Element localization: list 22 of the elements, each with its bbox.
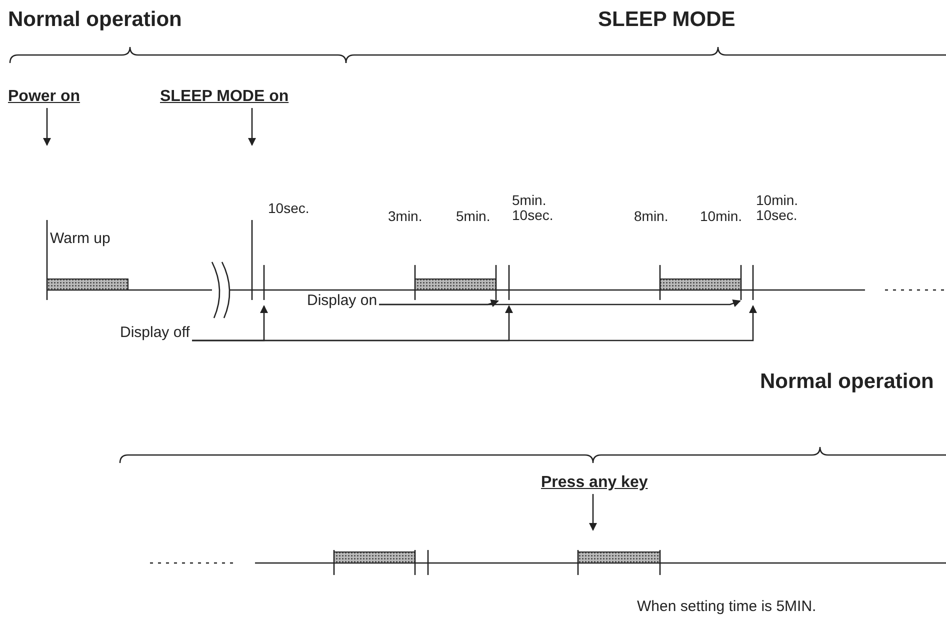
arrow: [192, 305, 757, 342]
arrow: [589, 494, 597, 531]
time-label: 10min. 10sec.: [756, 193, 800, 223]
event-label: SLEEP MODE on: [160, 88, 289, 106]
time-label: 5min. 10sec.: [512, 193, 554, 223]
arrow: [248, 108, 256, 146]
time-label: 10min.: [700, 209, 742, 224]
section-heading: Normal operation: [8, 8, 182, 32]
section-heading: SLEEP MODE: [598, 8, 736, 32]
event-label: Power on: [8, 88, 80, 106]
phase-label: Warm up: [50, 230, 110, 247]
time-label: 3min.: [388, 209, 422, 224]
arrow: [43, 108, 51, 146]
note-text: When setting time is 5MIN.: [637, 598, 816, 615]
arrow: [379, 300, 741, 308]
event-label: Press any key: [541, 474, 648, 492]
signal-label: Display on: [307, 292, 378, 309]
time-label: 8min.: [634, 209, 668, 224]
signal-label: Display off: [120, 324, 190, 341]
section-heading: Normal operation: [760, 370, 934, 394]
time-label: 5min.: [456, 209, 490, 224]
time-label: 10sec.: [268, 201, 310, 216]
